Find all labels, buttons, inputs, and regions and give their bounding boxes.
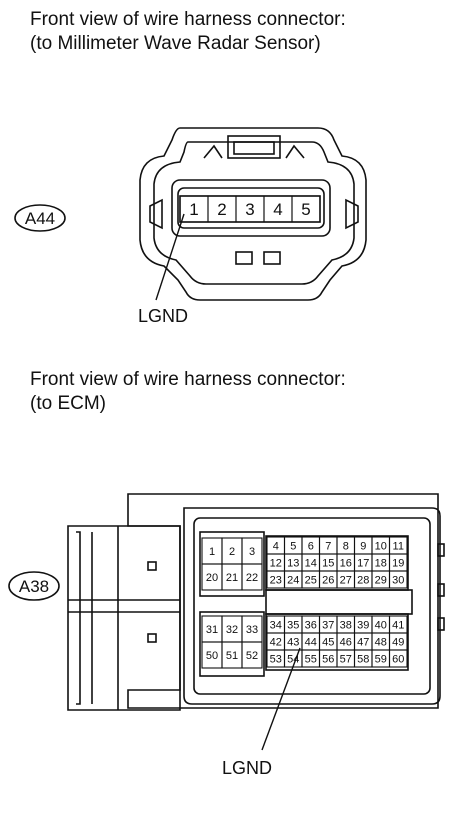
pin-label: 56 [322, 654, 334, 666]
a44-leader-line [155, 213, 185, 301]
pin-label: 51 [226, 650, 238, 662]
a44-tag-badge [14, 204, 66, 232]
pin-label: 9 [360, 541, 366, 553]
pin-label: 48 [375, 637, 387, 649]
a38-leader-line [261, 647, 301, 751]
pin-label: 33 [246, 624, 258, 636]
pin-label: 11 [393, 541, 404, 553]
pin-label: 15 [322, 558, 334, 570]
pin-label: 52 [246, 650, 258, 662]
pin-label: 16 [340, 558, 352, 570]
pin-label: 30 [392, 575, 404, 587]
pin-label: 2 [229, 546, 235, 558]
pin-label: 39 [357, 620, 369, 632]
pin-label: 40 [375, 620, 387, 632]
pin-label: 7 [325, 541, 331, 553]
a44-tag: A44 [25, 209, 55, 228]
pin-label: 57 [340, 654, 352, 666]
pin-label: 45 [322, 637, 334, 649]
pin-label: 20 [206, 572, 218, 584]
pin-label: 26 [322, 575, 334, 587]
pin-label: 43 [287, 637, 299, 649]
pin-label: 17 [357, 558, 369, 570]
pin-label: 23 [270, 575, 282, 587]
pin-label: 1 [209, 546, 215, 558]
pin-label: 5 [301, 200, 310, 219]
pin-label: 60 [392, 654, 404, 666]
pin-label: 2 [217, 200, 226, 219]
pin-label: 55 [305, 654, 317, 666]
pin-label: 41 [392, 620, 404, 632]
a38-tag: A38 [19, 577, 49, 596]
pin-label: 21 [226, 572, 238, 584]
pin-label: 28 [357, 575, 369, 587]
a38-caption-line2: (to ECM) [30, 393, 106, 414]
a38-connector [67, 493, 445, 711]
pin-cell [241, 563, 263, 591]
pin-label: 42 [270, 637, 282, 649]
pin-label: 38 [340, 620, 352, 632]
pin-label: 58 [357, 654, 369, 666]
pin-label: 59 [375, 654, 387, 666]
pin-label: 50 [206, 650, 218, 662]
a38-lgnd-label: LGND [222, 758, 272, 778]
a44-caption: Front view of wire harness connector: (t… [30, 8, 346, 56]
pin-label: 29 [375, 575, 387, 587]
a38-caption: Front view of wire harness connector: (t… [30, 368, 346, 416]
a44-lgnd-label: LGND [138, 306, 188, 326]
pin-label: 14 [305, 558, 317, 570]
pin-label: 25 [305, 575, 317, 587]
pin-label: 35 [287, 620, 299, 632]
a44-caption-line1: Front view of wire harness connector: [30, 9, 346, 30]
pin-label: 27 [340, 575, 352, 587]
pin-label: 19 [392, 558, 404, 570]
pin-cell [388, 570, 408, 589]
a38-caption-line1: Front view of wire harness connector: [30, 369, 346, 390]
pin-label: 49 [392, 637, 404, 649]
pin-label: 6 [308, 541, 314, 553]
pin-label: 3 [245, 200, 254, 219]
pin-label: 5 [290, 541, 296, 553]
pin-label: 47 [357, 637, 369, 649]
pin-label: 4 [273, 200, 282, 219]
pin-cell [291, 195, 321, 223]
pin-label: 24 [287, 575, 299, 587]
pin-label: 10 [375, 541, 387, 553]
pin-label: 32 [226, 624, 238, 636]
a38-tag-badge [8, 571, 60, 601]
pin-label: 1 [189, 200, 198, 219]
pin-label: 31 [206, 624, 218, 636]
a44-caption-line2: (to Millimeter Wave Radar Sensor) [30, 33, 321, 54]
pin-cell [241, 641, 263, 669]
pin-label: 22 [246, 572, 258, 584]
pin-label: 13 [287, 558, 299, 570]
pin-label: 37 [322, 620, 334, 632]
pin-label: 36 [305, 620, 317, 632]
pin-label: 46 [340, 637, 352, 649]
pin-label: 4 [273, 541, 279, 553]
pin-label: 3 [249, 546, 255, 558]
pin-label: 12 [270, 558, 282, 570]
pin-label: 53 [270, 654, 282, 666]
pin-label: 8 [343, 541, 349, 553]
pin-label: 18 [375, 558, 387, 570]
pin-label: 44 [305, 637, 317, 649]
pin-cell [388, 649, 408, 668]
pin-label: 34 [270, 620, 282, 632]
